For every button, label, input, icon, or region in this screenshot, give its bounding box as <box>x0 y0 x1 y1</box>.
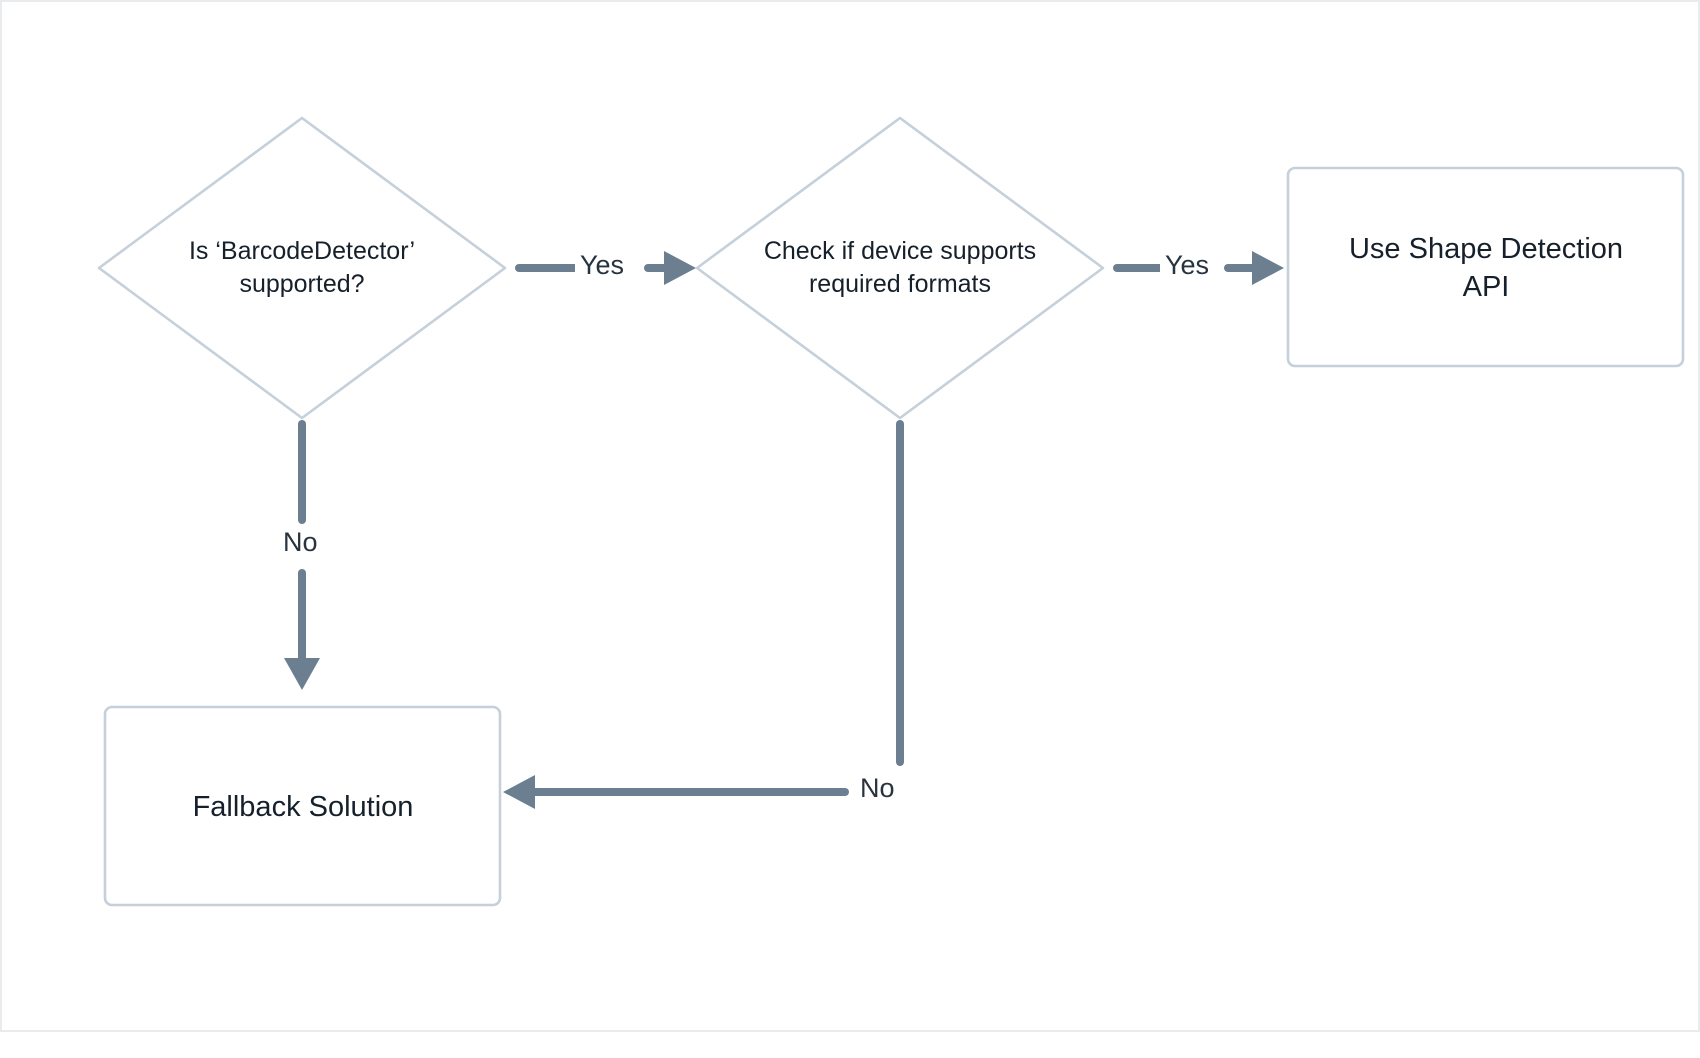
edge-formats-no <box>503 420 904 809</box>
canvas-border-top <box>0 0 1700 2</box>
edge-formats-yes <box>1113 251 1284 285</box>
node-decision-barcodedetector[interactable] <box>97 116 507 420</box>
canvas-border-left <box>0 0 2 1058</box>
node-decision-formats[interactable] <box>695 116 1105 420</box>
canvas-footer-strip <box>0 1030 1700 1058</box>
canvas-border-right <box>1698 0 1700 1058</box>
node-use-shape-detection-api[interactable] <box>1286 166 1685 368</box>
node-fallback-solution[interactable] <box>103 705 502 907</box>
edge-barcodedetector-yes <box>515 251 696 285</box>
edge-barcodedetector-no <box>284 420 320 690</box>
